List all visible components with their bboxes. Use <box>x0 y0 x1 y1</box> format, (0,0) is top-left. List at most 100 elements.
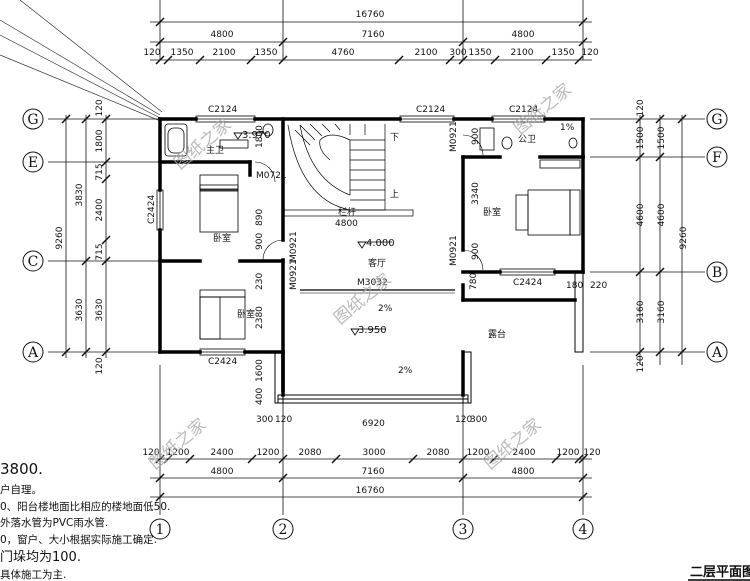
interior-dim-900-b: 900 <box>471 128 481 145</box>
balcony-railing <box>274 271 584 404</box>
balcony-dim-400: 400 <box>255 388 265 405</box>
bottom-dimension-lines <box>150 365 592 515</box>
axis-label-col-3: 3 <box>459 522 468 538</box>
bottom-detail-11: 120 <box>583 448 600 458</box>
top-detail-4: 1350 <box>255 48 278 58</box>
room-label-bedroom-1: 卧室 <box>213 232 231 244</box>
bottom-seg-3: 4800 <box>512 467 535 477</box>
right-inner-dim-5: 120 <box>636 355 646 372</box>
top-detail-5: 4760 <box>332 48 355 58</box>
window-label-top-right: C2124 <box>509 105 538 115</box>
interior-dim-890: 890 <box>255 209 265 226</box>
watermark-4: 图纸之家 <box>145 415 210 474</box>
bottom-seg-2: 7160 <box>362 467 385 477</box>
door-label-bath: M0721 <box>256 171 287 181</box>
axis-label-right-b: B <box>712 265 722 281</box>
left-inner-dim-6: 3630 <box>95 298 105 321</box>
balcony-dim-180: 180 <box>566 281 583 291</box>
room-label-bath-right: 公卫 <box>518 134 536 145</box>
axis-label-col-4: 4 <box>579 522 588 538</box>
watermark-5: 图纸之家 <box>480 415 545 474</box>
top-seg-3: 4800 <box>512 30 535 40</box>
right-mid-dim-3: 3160 <box>657 300 667 323</box>
staircase <box>282 123 414 217</box>
top-seg-1: 4800 <box>211 30 234 40</box>
right-inner-dim-2: 1500 <box>636 126 646 149</box>
balcony-dim-780: 780 <box>469 273 479 290</box>
interior-dim-3340: 3340 <box>471 182 481 205</box>
bottom-detail-7: 2080 <box>427 448 450 458</box>
left-inner-dim-3: 715 <box>95 163 105 180</box>
bottom-detail-2: 1200 <box>167 448 190 458</box>
note-line-7: 具体施工为主. <box>0 568 66 581</box>
left-inner-dim-2: 1800 <box>95 129 105 152</box>
balcony-dim-120-left: 120 <box>275 415 292 425</box>
top-detail-7: 300 <box>449 48 466 58</box>
stair-label-down: 下 <box>390 133 399 143</box>
left-inner-dim-7: 120 <box>95 357 105 374</box>
right-mid-dim-1: 1500 <box>657 126 667 149</box>
door-label-bed-left-upper: M0921 <box>289 231 299 262</box>
stair-label-up: 上 <box>390 189 399 200</box>
note-line-1: 3800. <box>0 460 43 478</box>
window-label-top-left: C2124 <box>208 105 237 115</box>
top-detail-10: 1350 <box>552 48 575 58</box>
left-mid-dim-2: 3630 <box>75 298 85 321</box>
bottom-detail-5: 2080 <box>299 448 322 458</box>
balcony-dim-300-right: 300 <box>470 415 487 425</box>
window-label-top-mid: C2124 <box>416 105 445 115</box>
window-label-right-room: C2424 <box>513 278 542 288</box>
windows <box>156 115 556 356</box>
column-axis-bubbles <box>149 518 594 540</box>
door-label-right-bath: M0921 <box>449 121 459 152</box>
window-label-left-wall: C2424 <box>147 195 157 224</box>
left-inner-dim-4: 2400 <box>95 198 105 221</box>
axis-label-col-2: 2 <box>279 522 288 538</box>
axis-label-left-a: A <box>27 345 39 361</box>
bottom-detail-8: 1200 <box>467 448 490 458</box>
axis-label-col-1: 1 <box>156 522 165 538</box>
level-floor: 4.000 <box>366 238 395 249</box>
note-line-3: 0、阳台楼地面比相应的楼地面低50. <box>0 500 170 513</box>
balcony-dim-depth: 1600 <box>255 359 265 382</box>
top-seg-2: 7160 <box>362 30 385 40</box>
top-detail-9: 2100 <box>511 48 534 58</box>
room-label-bedroom-2: 卧室 <box>237 308 255 320</box>
left-dimension-lines <box>48 114 160 358</box>
drawing-title: 二层平面图 <box>690 565 750 580</box>
bottom-detail-1: 120 <box>142 448 159 458</box>
interior-dim-stair-width: 4800 <box>335 219 358 229</box>
interior-dim-bed-lower: 2380 <box>255 306 265 329</box>
leader-lines <box>0 0 163 121</box>
top-total-dim: 16760 <box>356 10 385 20</box>
bottom-detail-3: 2400 <box>211 448 234 458</box>
door-label-right-bed: M0921 <box>449 235 459 266</box>
walls <box>158 117 585 397</box>
window-label-bottom-left: C2424 <box>208 357 237 367</box>
balcony-dim-220: 220 <box>590 281 607 291</box>
room-label-master-bath: 主卫 <box>206 144 224 156</box>
slope-bath: 1% <box>560 123 575 133</box>
axis-label-left-c: C <box>28 254 39 270</box>
room-label-terrace: 露台 <box>488 328 506 340</box>
right-inner-dim-3: 4600 <box>636 203 646 226</box>
bottom-seg-1: 4800 <box>211 467 234 477</box>
bottom-total-dim: 16760 <box>356 486 385 496</box>
axis-label-left-e: E <box>28 155 38 171</box>
bottom-detail-4: 1200 <box>257 448 280 458</box>
left-outer-dim: 9260 <box>55 226 65 249</box>
interior-dim-900-c: 900 <box>471 243 481 260</box>
note-line-2: 户自理。 <box>0 483 42 496</box>
right-dimension-lines <box>590 114 705 365</box>
level-bath: 3.970 <box>242 130 271 141</box>
bottom-detail-9: 2400 <box>513 448 536 458</box>
bath-fixtures <box>164 123 578 157</box>
note-line-6: 门垛均为100. <box>0 550 81 565</box>
top-detail-2: 1350 <box>171 48 194 58</box>
balcony-dim-300-left: 300 <box>256 415 273 425</box>
left-mid-dim-1: 3830 <box>75 183 85 206</box>
right-outer-dim: 9260 <box>679 226 689 249</box>
top-detail-3: 2100 <box>213 48 236 58</box>
interior-dim-bath-height: 1800 <box>255 125 265 148</box>
